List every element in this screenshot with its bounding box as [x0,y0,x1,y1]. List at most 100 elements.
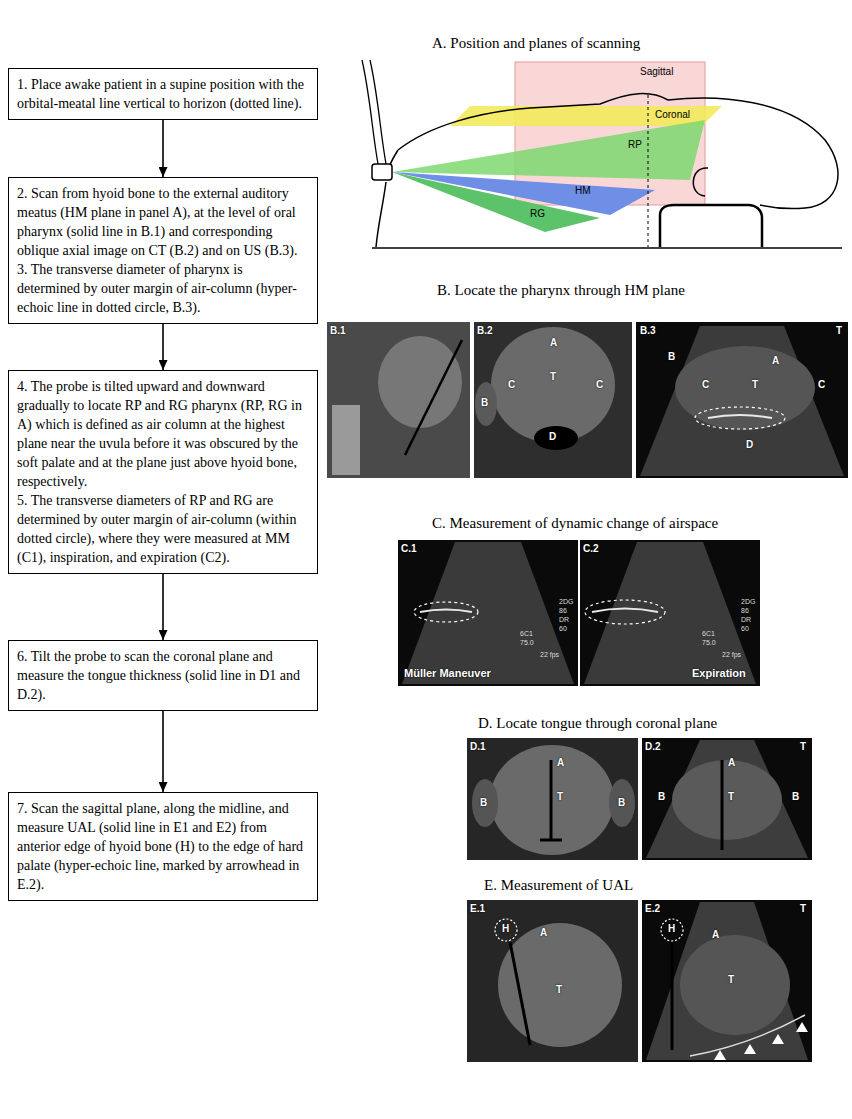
image-label: B [792,792,799,802]
image-label: C [596,380,603,390]
rg-plane [392,172,600,232]
us-tissue [672,760,782,840]
image-label: C [702,380,709,390]
ct-tissue [498,923,622,1047]
tongue-thickness-line [550,760,553,840]
us-image [580,540,760,686]
panel-heading: A. Position and planes of scanning [432,36,640,51]
image-label: E.2 [645,904,660,914]
panel-heading: C. Measurement of dynamic change of airs… [432,516,718,531]
process-box: 1. Place awake patient in a supine posit… [8,68,318,120]
air-column-line [592,609,658,613]
ct-tissue [490,745,614,855]
ct-tissue [472,779,498,827]
us-sector [646,902,808,1060]
scanner-setting: 75.0 [520,639,534,646]
scanner-setting: 86 [741,607,749,614]
step-text: 5. The transverse diameters of RP and RG… [17,491,309,567]
image-label: T [836,326,842,336]
plane-label: Sagittal [640,67,673,77]
image-label: T [556,985,562,995]
process-box: 7. Scan the sagittal plane, along the mi… [8,792,318,901]
scanner-setting: 2DG [559,598,573,605]
scanner-setting: 6C1 [702,630,715,637]
flow-arrow [162,324,164,370]
probe-cable [362,60,378,164]
step-text: 2. Scan from hyoid bone to the external … [17,184,309,260]
step-text: 3. The transverse diameter of pharynx is… [17,260,309,317]
ual-line [510,942,530,1045]
image-label: T [752,380,758,390]
image-label: D.2 [645,742,661,752]
scanner-setting: 22 fps [540,651,559,658]
ultrasound-probe [372,164,392,180]
scanner-setting: DR [741,616,751,623]
scanner-setting: 75.0 [702,639,716,646]
rp-plane [392,120,705,180]
image-label: D [746,440,753,450]
tongue-thickness-line [540,839,562,842]
image-label: A [550,338,557,348]
image-label: C.2 [583,544,599,554]
scanner-setting: 6C1 [520,630,533,637]
image-label: C.1 [401,544,417,554]
us-image [398,540,578,686]
airway [534,426,578,450]
head-outline [398,94,838,209]
image-label: H [502,924,509,934]
image-label: A [772,356,779,366]
us-tissue [675,346,815,430]
image-label: E.1 [470,904,485,914]
arrowhead-marker [744,1044,756,1054]
image-label: B [668,352,675,362]
image-label: B [618,798,625,808]
ct-spine [332,405,360,475]
image-label: B.2 [477,326,493,336]
step-text: 1. Place awake patient in a supine posit… [17,75,309,113]
scanner-setting: 60 [559,625,567,632]
image-label: T [557,792,563,802]
image-label: B [480,798,487,808]
image-label: B [658,792,665,802]
ct-tissue [378,336,462,428]
arrowhead-marker [796,1022,808,1032]
image-label: T [728,975,734,985]
image-label: C [818,380,825,390]
us-sector [640,326,844,476]
flow-arrow [162,574,164,640]
image-label: T [550,372,556,382]
scanner-setting: 60 [741,625,749,632]
orbital-meatal-line [648,95,649,247]
image-label: C [508,380,515,390]
us-image [636,322,848,478]
image-label: A [540,928,547,938]
process-box: 4. The probe is tilted upward and downwa… [8,370,318,574]
image-label: T [800,904,806,914]
process-box: 6. Tilt the probe to scan the coronal pl… [8,640,318,711]
ct-tissue [475,382,497,426]
arrowhead-marker [714,1050,726,1060]
image-label: A [557,758,564,768]
ct-sagittal-image [467,900,638,1062]
plane-label: HM [575,186,591,196]
panel-heading: B. Locate the pharynx through HM plane [437,283,685,298]
us-image [642,738,812,860]
us-sector [402,542,574,684]
ual-line [671,942,674,1050]
plane-label: RP [628,140,642,150]
dotted-circle [695,407,785,429]
step-text: 7. Scan the sagittal plane, along the mi… [17,799,309,894]
pillow [660,205,762,247]
step-text: 4. The probe is tilted upward and downwa… [17,377,309,491]
image-label: B.1 [330,326,346,336]
hyoid-circle [661,919,683,941]
ct-tissue [609,779,635,827]
image-label: A [728,758,735,768]
scanner-setting: 2DG [741,598,755,605]
hyoid-circle [495,919,517,941]
image-label: H [668,924,675,934]
ct-sagittal-image [327,322,470,478]
plane-label: RG [530,209,545,219]
process-box: 2. Scan from hyoid bone to the external … [8,177,318,324]
